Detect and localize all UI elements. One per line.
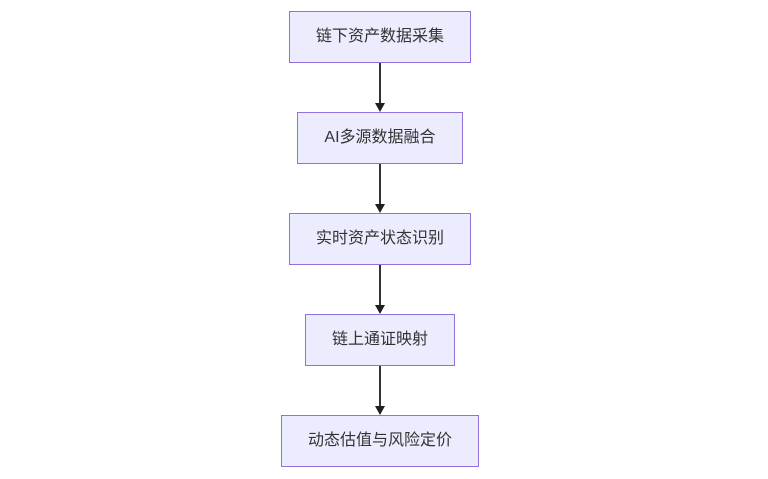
arrow-line xyxy=(378,164,381,204)
flow-node-ai-data-fusion: AI多源数据融合 xyxy=(297,112,463,164)
flow-node-onchain-token-mapping: 链上通证映射 xyxy=(304,314,456,366)
flow-node-offchain-data-collection: 链下资产数据采集 xyxy=(288,11,472,63)
flow-arrow-1 xyxy=(374,63,385,112)
flow-arrow-4 xyxy=(374,366,385,415)
arrowhead-icon xyxy=(374,103,385,112)
arrowhead-icon xyxy=(374,406,385,415)
flow-node-realtime-asset-status: 实时资产状态识别 xyxy=(288,213,472,265)
flow-arrow-3 xyxy=(374,265,385,314)
flow-node-dynamic-valuation-pricing: 动态估值与风险定价 xyxy=(280,415,480,467)
flow-arrow-2 xyxy=(374,164,385,213)
flowchart: 链下资产数据采集 AI多源数据融合 实时资产状态识别 链上通证映射 动态估值与风… xyxy=(280,11,480,467)
arrow-line xyxy=(378,265,381,305)
arrowhead-icon xyxy=(374,204,385,213)
arrow-line xyxy=(378,63,381,103)
arrow-line xyxy=(378,366,381,406)
arrowhead-icon xyxy=(374,305,385,314)
